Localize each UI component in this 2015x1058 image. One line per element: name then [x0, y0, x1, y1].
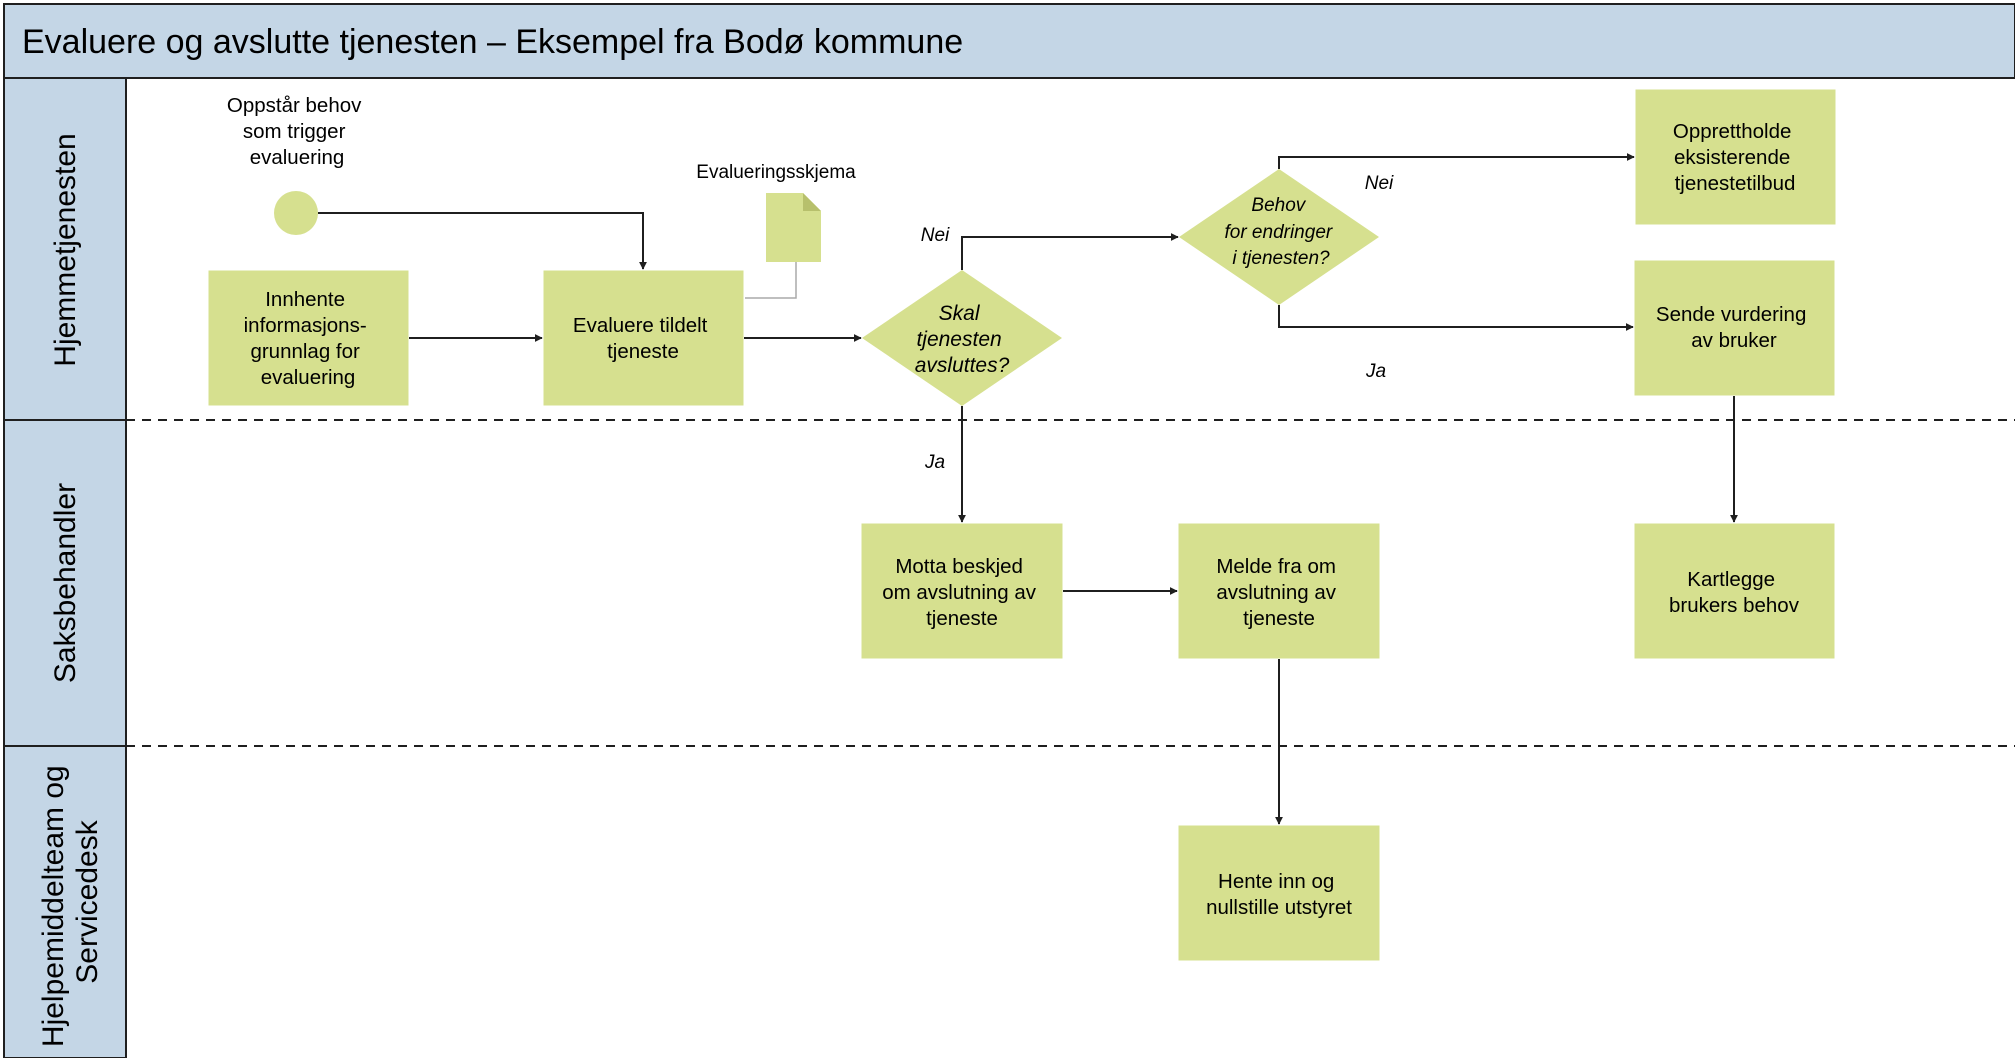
decision-line: Behov — [1251, 195, 1306, 216]
task-line: Motta beskjed — [895, 555, 1023, 578]
task-line: tjeneste — [607, 340, 679, 363]
task-box — [1177, 824, 1381, 962]
task-line: om avslutning av — [882, 581, 1037, 604]
document-label: Evalueringsskjema — [696, 162, 856, 183]
task-melde[interactable]: Melde fra om avslutning av tjeneste — [1177, 522, 1381, 660]
title-bar — [3, 3, 2015, 79]
edge-label-ja-behov: Ja — [1365, 361, 1386, 382]
task-line: Hente inn og — [1218, 870, 1334, 893]
decision-label: Skal tjenesten avsluttes? — [915, 302, 1010, 377]
task-line: evaluering — [261, 366, 356, 389]
task-label: Sende vurdering av bruker — [1656, 303, 1812, 352]
task-line: nullstille utstyret — [1206, 896, 1352, 919]
task-box — [1177, 522, 1381, 660]
task-label: Melde fra om avslutning av tjeneste — [1216, 555, 1341, 630]
task-box — [1633, 522, 1836, 660]
document-fold-icon — [803, 193, 821, 211]
document-association — [745, 262, 797, 299]
task-label: Innhente informasjons- grunnlag for eval… — [244, 288, 373, 389]
task-box — [860, 522, 1064, 660]
task-line: Opprettholde — [1673, 120, 1792, 143]
task-kartlegge[interactable]: Kartlegge brukers behov — [1633, 522, 1836, 660]
task-line: Sende vurdering — [1656, 303, 1806, 326]
decision-line: avsluttes? — [915, 354, 1010, 377]
task-label: Hente inn og nullstille utstyret — [1206, 870, 1352, 919]
task-label: Motta beskjed om avslutning av tjeneste — [882, 555, 1042, 630]
flow-skal-nei-to-behov — [961, 233, 1179, 270]
start-event-label: Oppstår behov som trigger evaluering — [227, 94, 367, 169]
start-event-line: evaluering — [250, 146, 345, 169]
start-event-line: som trigger — [243, 120, 346, 143]
flow-behov-ja-to-sende — [1278, 305, 1634, 331]
decision-diamond — [862, 270, 1062, 406]
task-sende[interactable]: Sende vurdering av bruker — [1633, 259, 1836, 397]
task-opprettholde[interactable]: Opprettholde eksisterende tjenestetilbud — [1634, 88, 1837, 226]
decision-diamond — [1179, 169, 1379, 305]
edge-label-ja-skal: Ja — [924, 452, 945, 473]
decision-skal-avsluttes[interactable]: Skal tjenesten avsluttes? — [862, 270, 1062, 406]
start-event-circle — [274, 191, 318, 235]
start-event-line: Oppstår behov — [227, 94, 362, 117]
flow-behov-nei-to-opprettholde — [1278, 153, 1635, 169]
task-line: Melde fra om — [1216, 555, 1336, 578]
edge-label-nei-skal: Nei — [921, 225, 950, 246]
lane-label-line: Hjelpemiddelteam og — [37, 765, 70, 1047]
decision-line: Skal — [939, 302, 981, 325]
lane-label-line: Servicedesk — [71, 819, 104, 983]
flow-start-to-evaluere — [318, 212, 647, 270]
task-line: tjenestetilbud — [1675, 172, 1796, 195]
task-innhente[interactable]: Innhente informasjons- grunnlag for eval… — [207, 269, 410, 407]
decision-line: for endringer — [1224, 222, 1332, 243]
task-label: Opprettholde eksisterende tjenestetilbud — [1673, 120, 1797, 195]
task-label: Evaluere tildelt tjeneste — [573, 314, 713, 363]
task-line: Innhente — [265, 288, 345, 311]
lane-label-column — [3, 77, 127, 1058]
decision-label: Behov for endringer i tjenesten? — [1224, 195, 1337, 269]
diagram-title: Evaluere og avslutte tjenesten – Eksempe… — [22, 23, 963, 61]
task-line: av bruker — [1691, 329, 1777, 352]
lane-label-saksbehandler: Saksbehandler — [49, 483, 82, 683]
task-motta[interactable]: Motta beskjed om avslutning av tjeneste — [860, 522, 1064, 660]
task-line: grunnlag for — [250, 340, 360, 363]
lane-label-hjemmetjenesten: Hjemmetjenesten — [49, 133, 82, 366]
lane-label-line: Hjemmetjenesten — [49, 133, 82, 366]
edge-label-nei-behov: Nei — [1365, 173, 1394, 194]
task-line: Kartlegge — [1687, 568, 1775, 591]
task-line: eksisterende — [1674, 146, 1790, 169]
task-line: tjeneste — [926, 607, 998, 630]
task-line: informasjons- — [244, 314, 367, 337]
task-box — [1634, 88, 1837, 226]
task-evaluere[interactable]: Evaluere tildelt tjeneste — [542, 269, 745, 407]
task-box — [542, 269, 745, 407]
task-line: Evaluere tildelt — [573, 314, 708, 337]
task-line: brukers behov — [1669, 594, 1800, 617]
lane-label-line: Saksbehandler — [49, 483, 82, 683]
decision-line: i tjenesten? — [1232, 248, 1330, 269]
task-label: Kartlegge brukers behov — [1669, 568, 1800, 617]
task-line: avslutning av — [1216, 581, 1336, 604]
decision-behov-endringer[interactable]: Behov for endringer i tjenesten? — [1179, 169, 1379, 305]
decision-line: tjenesten — [916, 328, 1001, 351]
task-box — [1633, 259, 1836, 397]
task-line: tjeneste — [1243, 607, 1315, 630]
task-hente[interactable]: Hente inn og nullstille utstyret — [1177, 824, 1381, 962]
lane-label-hjelpemiddelteam: Hjelpemiddelteam og Servicedesk — [37, 757, 104, 1047]
task-box — [207, 269, 410, 407]
